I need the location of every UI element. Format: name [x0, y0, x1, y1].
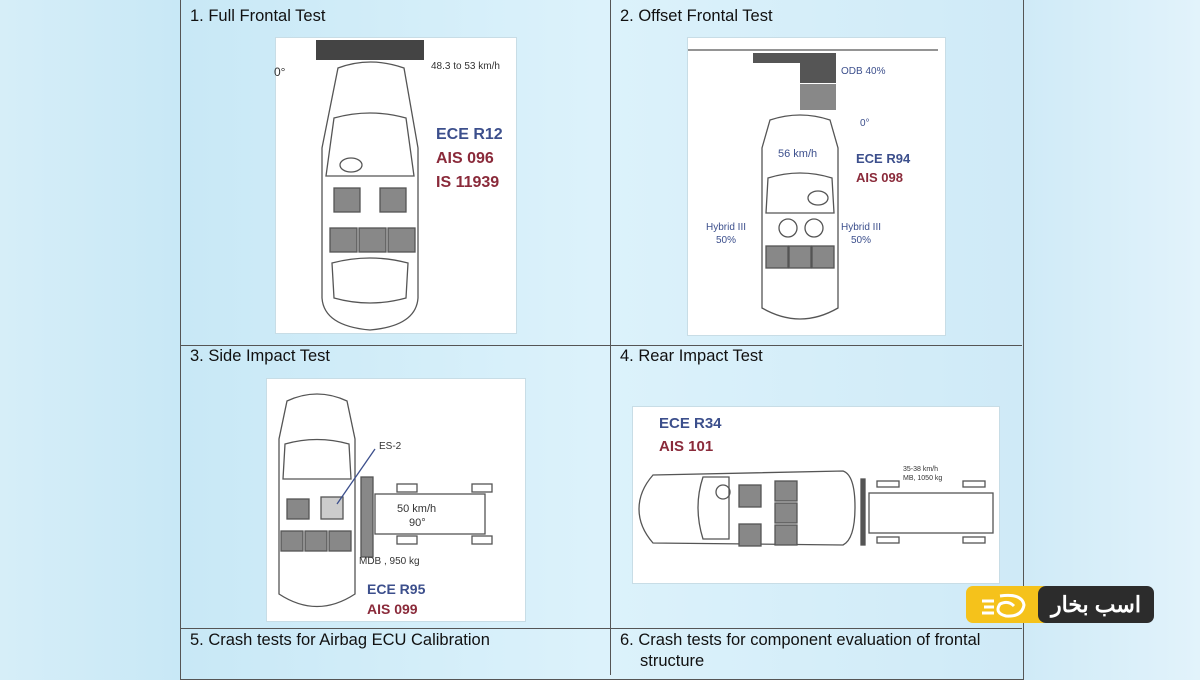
row-divider: [180, 628, 1022, 629]
site-logo: اسب بخار: [966, 586, 1154, 623]
barrier-label: MDB , 950 kg: [359, 556, 420, 567]
caption-offset-frontal: 2. Offset Frontal Test: [620, 7, 773, 25]
speed-label: 48.3 to 53 km/h: [431, 61, 500, 72]
standard-ece: ECE R34: [659, 415, 722, 432]
row-divider: [180, 345, 1022, 346]
offset-frontal-diagram: ODB 40% 0° 56 km/h ECE R94 AIS 098 Hybri…: [687, 37, 946, 336]
horse-logo-icon: [966, 586, 1044, 623]
angle-label: 0°: [860, 118, 870, 129]
standard-ais: AIS 101: [659, 438, 714, 455]
car-top-view: [688, 49, 938, 320]
caption-airbag-ecu: 5. Crash tests for Airbag ECU Calibratio…: [190, 631, 490, 649]
angle-label: 0°: [274, 65, 286, 79]
dummy-right-label: Hybrid III: [841, 222, 882, 233]
rear-impact-diagram: ECE R34 AIS 101 35-38 km/h MB, 1050 kg: [632, 406, 1000, 584]
standard-is: IS 11939: [436, 174, 500, 191]
dummy-left-label: Hybrid III: [706, 222, 747, 233]
standard-ece: ECE R94: [856, 151, 911, 166]
barrier-label: ODB 40%: [841, 66, 886, 77]
car-top-view: [316, 40, 424, 331]
caption-side-impact: 3. Side Impact Test: [190, 347, 331, 365]
side-impact-diagram: ES-2 50 km/h 90° MDB , 950 kg ECE R95 AI…: [266, 378, 526, 622]
dummy-left-pct: 50%: [716, 235, 737, 246]
column-divider: [610, 0, 611, 675]
caption-rear-impact: 4. Rear Impact Test: [620, 347, 763, 365]
speed-label: 56 km/h: [778, 148, 818, 160]
full-frontal-diagram: 48.3 to 53 km/h 0° ECE R12 AIS 096 IS 11…: [274, 37, 517, 334]
logo-text: اسب بخار: [1038, 586, 1154, 623]
speed-label: 50 km/h: [397, 503, 437, 515]
car-and-barrier: [278, 393, 493, 608]
dummy-label: ES-2: [379, 441, 402, 452]
standard-ais: AIS 099: [367, 601, 418, 617]
standard-ece: ECE R12: [436, 126, 503, 143]
angle-label: 90°: [409, 517, 426, 529]
car-and-barrier: [638, 470, 994, 547]
standard-ece: ECE R95: [367, 581, 426, 597]
dummy-right-pct: 50%: [851, 235, 872, 246]
standard-ais: AIS 096: [436, 150, 494, 167]
speed-label: 35-38 km/h: [903, 466, 939, 473]
barrier-label: MB, 1050 kg: [903, 475, 943, 482]
caption-full-frontal: 1. Full Frontal Test: [190, 7, 326, 25]
standard-ais: AIS 098: [856, 170, 903, 185]
caption-component-eval: 6. Crash tests for component evaluation …: [620, 631, 981, 670]
